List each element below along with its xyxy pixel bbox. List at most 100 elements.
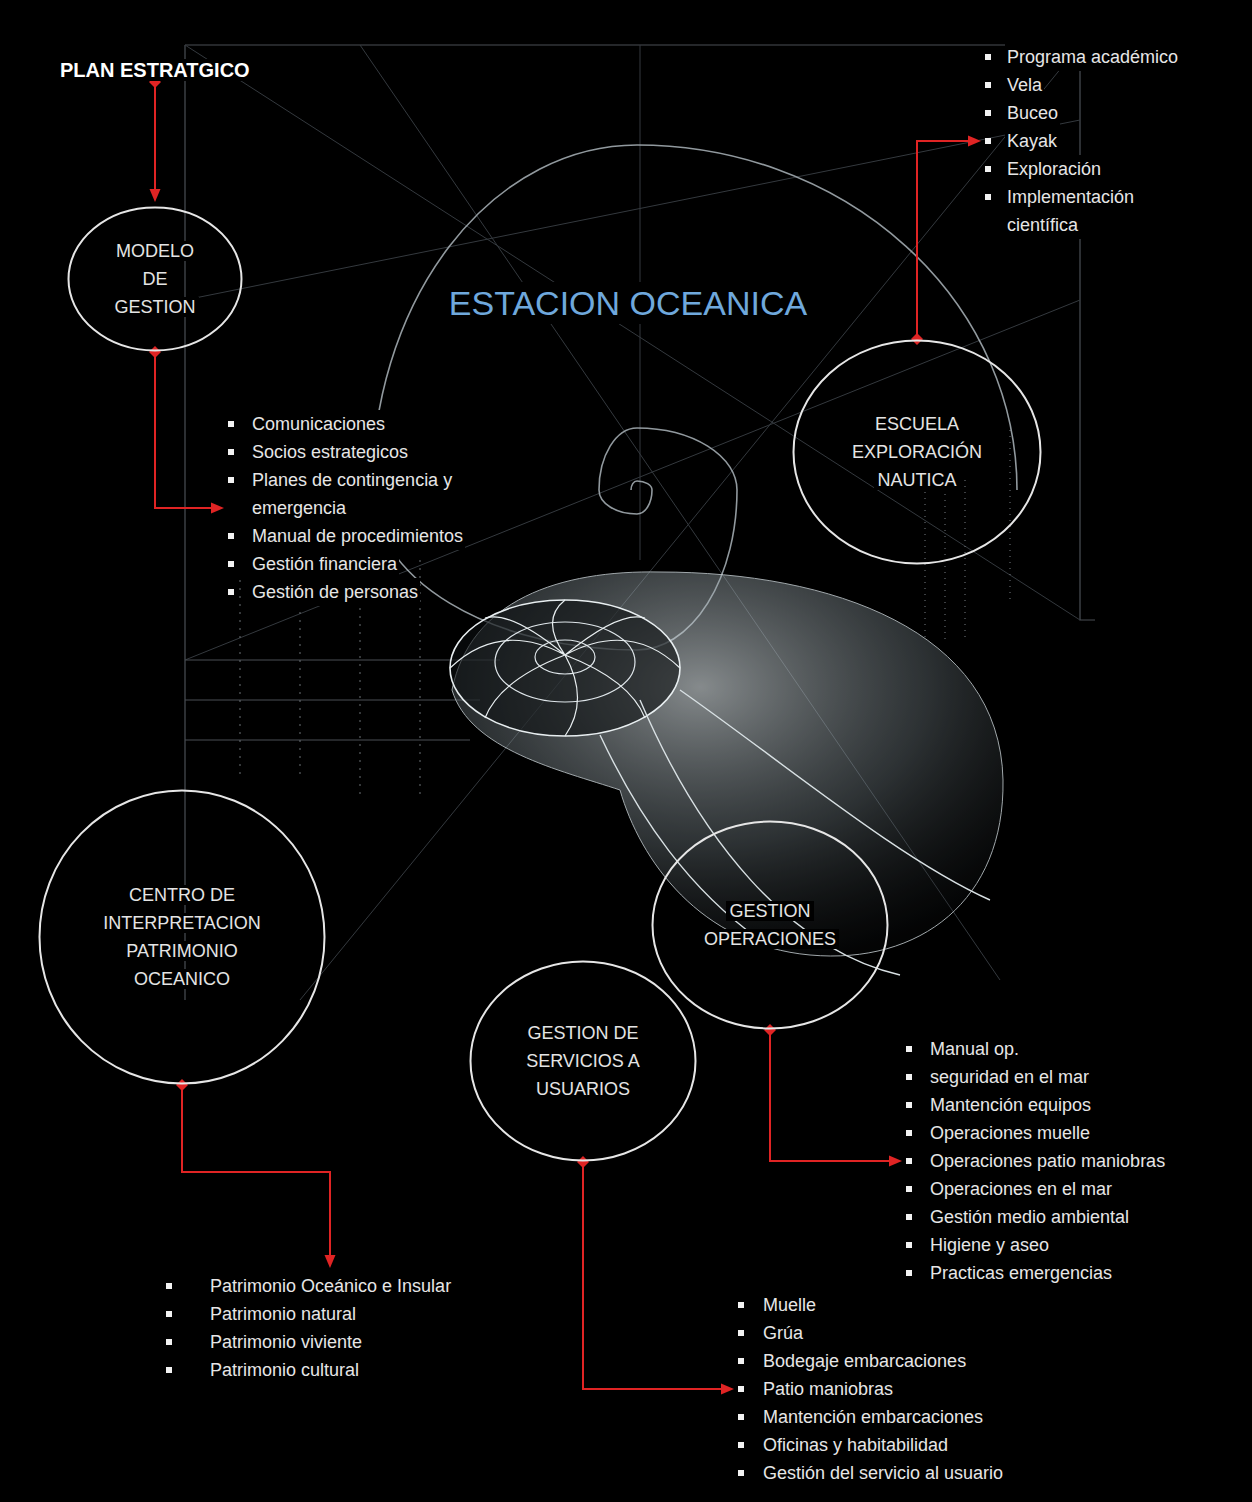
list-item: Exploración [985,155,1207,183]
bullet-square [228,589,234,595]
list-item: Implementación científica [985,183,1207,239]
ellipse-border [794,341,1041,564]
circle-label: GESTION DE SERVICIOS A USUARIOS [523,1023,643,1099]
bullet-square [166,1311,172,1317]
ellipse-text: ESCUELA EXPLORACIÓN NAUTICA [842,410,992,494]
ellipse-node: GESTION DE SERVICIOS A USUARIOS [469,960,697,1162]
list-item: Higiene y aseo [906,1231,1167,1259]
list-item: Practicas emergencias [906,1259,1167,1287]
ellipse-border [471,962,696,1161]
arrow-connector [911,136,981,346]
list-item-text: Socios estrategicos [250,438,410,466]
bullet-square [166,1283,172,1289]
text-line-block: CENTRO DE INTERPRETACION PATRIMONIO OCEA… [92,881,272,993]
bullet-square [738,1330,744,1336]
list-item-text: Practicas emergencias [928,1259,1114,1287]
list-item: Manual de procedimientos [228,522,513,550]
list-item-text: Mantención embarcaciones [761,1403,985,1431]
list-item-text: Exploración [1005,155,1103,183]
ellipse-text: GESTION DE SERVICIOS A USUARIOS [513,1019,653,1103]
list-item-text: Vela [1005,71,1044,99]
ellipse-border [653,822,888,1029]
list-item: Bodegaje embarcaciones [738,1347,1005,1375]
list-item-text: Operaciones patio maniobras [928,1147,1167,1175]
list-item: Manual op. [906,1035,1167,1063]
plain-heading: PLAN ESTRATGICO [60,58,250,82]
list-item: Operaciones patio maniobras [906,1147,1167,1175]
list-item: Kayak [985,127,1207,155]
list-item: Patrimonio Oceánico e Insular [166,1272,453,1300]
bullet-square [906,1046,912,1052]
bullet-square [228,421,234,427]
list-item-text: Planes de contingencia y emergencia [250,466,513,522]
bullet-square [906,1270,912,1276]
connector-line [770,1030,891,1161]
list-item: Operaciones muelle [906,1119,1167,1147]
ellipse-outline [38,789,326,1085]
bullet-square [985,110,991,116]
list-item: Patio maniobras [738,1375,1005,1403]
list-item: Programa académico [985,43,1207,71]
list-item-text: Kayak [1005,127,1059,155]
list-item: Mantención embarcaciones [738,1403,1005,1431]
list-item-text: Gestión del servicio al usuario [761,1459,1005,1487]
diagram-title: ESTACION OCEANICA [443,282,813,324]
list-item-text: Gestión de personas [250,578,420,606]
list-item: Patrimonio cultural [166,1356,453,1384]
list-item-text: Patrimonio natural [208,1300,358,1328]
list-item: Gestión financiera [228,550,513,578]
heading-text: PLAN ESTRATGICO [60,59,250,81]
list-item: Vela [985,71,1207,99]
connector-line [154,82,156,191]
list-item: Buceo [985,99,1207,127]
bullet-square [985,82,991,88]
construction-line [185,45,1080,620]
ellipse-node: GESTION OPERACIONES [651,820,889,1030]
ellipse-text: GESTION OPERACIONES [695,897,845,953]
bullet-square [985,138,991,144]
bullet-square [985,166,991,172]
bullet-list: Patrimonio Oceánico e InsularPatrimonio … [166,1272,453,1384]
list-item: Grúa [738,1319,1005,1347]
ellipse-node: ESCUELA EXPLORACIÓN NAUTICA [792,339,1042,565]
bullet-square [738,1442,744,1448]
list-item-text: Operaciones muelle [928,1119,1092,1147]
connector-line [155,352,213,508]
list-item-text: Patio maniobras [761,1375,895,1403]
bullet-square [906,1074,912,1080]
frame-line [184,45,185,1000]
list-item-text: Manual de procedimientos [250,522,465,550]
list-item: Gestión del servicio al usuario [738,1459,1005,1487]
shell-arcs [600,690,990,975]
list-item-text: Programa académico [1005,43,1180,71]
bullet-square [906,1130,912,1136]
ellipse-text: CENTRO DE INTERPRETACION PATRIMONIO OCEA… [92,881,272,993]
list-item: Planes de contingencia y emergencia [228,466,513,522]
bullet-list: Manual op.seguridad en el marMantención … [906,1035,1167,1287]
frame-line [185,45,1095,620]
list-item: Mantención equipos [906,1091,1167,1119]
list-item-text: Gestión medio ambiental [928,1203,1131,1231]
list-item-text: Grúa [761,1319,805,1347]
list-item-text: Patrimonio cultural [208,1356,361,1384]
list-item: Gestión medio ambiental [906,1203,1167,1231]
list-item: Operaciones en el mar [906,1175,1167,1203]
shell-disc [450,600,680,736]
arrow-connector [149,346,224,514]
list-item-text: Manual op. [928,1035,1021,1063]
bullet-square [738,1358,744,1364]
text-line-block: MODELO DE GESTION [105,237,205,321]
bullet-square [985,194,991,200]
ellipse-outline [651,820,889,1030]
list-item: Patrimonio viviente [166,1328,453,1356]
bullet-square [906,1186,912,1192]
list-item-text: Patrimonio Oceánico e Insular [208,1272,453,1300]
bullet-square [738,1386,744,1392]
connector-line [583,1162,723,1389]
bullet-list: MuelleGrúaBodegaje embarcacionesPatio ma… [738,1291,1005,1487]
bullet-square [228,561,234,567]
list-item-text: Higiene y aseo [928,1231,1051,1259]
ellipse-node: CENTRO DE INTERPRETACION PATRIMONIO OCEA… [38,789,326,1085]
arrow-connector [764,1024,902,1167]
ellipse-border [69,208,242,351]
